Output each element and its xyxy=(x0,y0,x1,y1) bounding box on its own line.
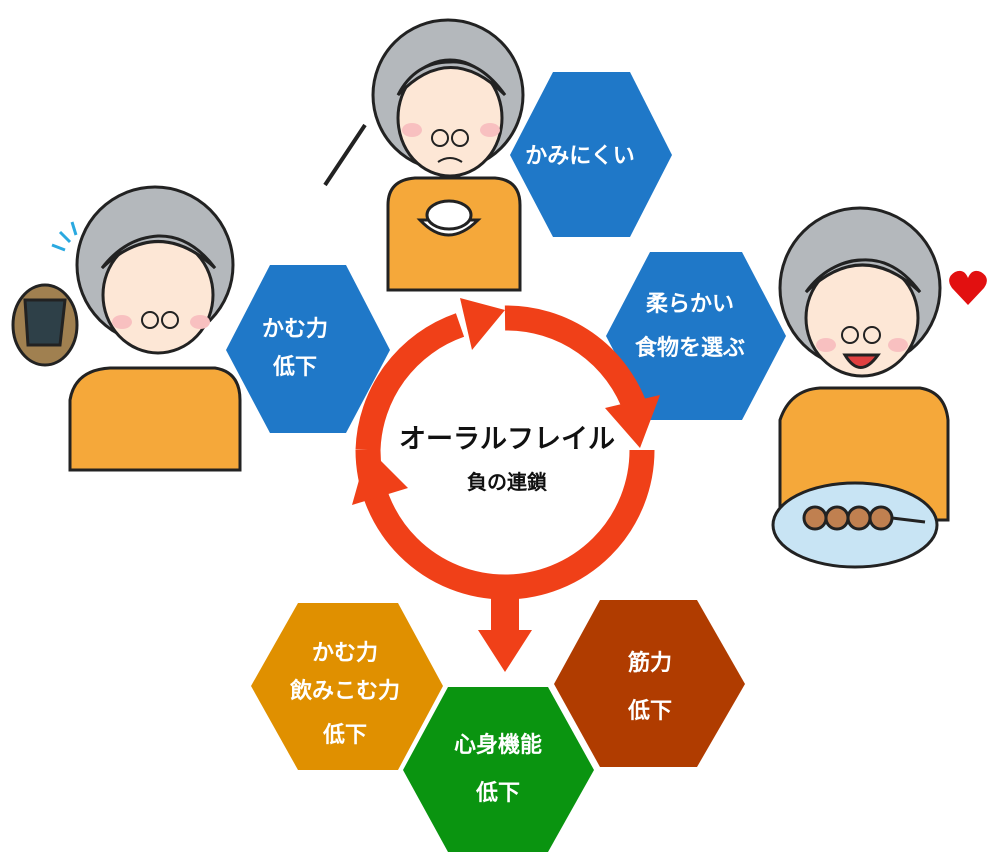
hexagon-choose-soft-food: 柔らかい 食物を選ぶ xyxy=(606,252,786,420)
hexagon-chew-swallow-decline: かむ力 飲みこむ力 低下 xyxy=(251,603,443,770)
hex-label: かむ力 xyxy=(312,641,378,666)
arrowhead-left xyxy=(352,448,408,505)
elderly-woman-happy-illustration xyxy=(771,206,987,569)
hexagon-chewing-decline: かむ力 低下 xyxy=(226,265,390,433)
hex-label: 低下 xyxy=(627,699,672,724)
hex-label: 低下 xyxy=(475,781,520,806)
center-title: オーラルフレイル xyxy=(399,424,615,455)
hexagon-hard-to-chew: かみにくい xyxy=(510,72,672,237)
hex-label: かみにくい xyxy=(525,144,635,169)
cycle-arc-bottom xyxy=(355,449,655,600)
hexagon-physical-mental-decline: 心身機能 低下 xyxy=(403,687,594,852)
down-arrow-stem xyxy=(491,588,519,632)
hexagon-muscle-decline: 筋力 低下 xyxy=(554,600,745,767)
hex-label: 筋力 xyxy=(627,650,672,676)
cycle-arrows xyxy=(355,305,655,600)
hex-label: 低下 xyxy=(272,355,317,380)
hex-label: 食物を選ぶ xyxy=(635,335,745,361)
cycle-arc-left xyxy=(355,313,465,451)
arrowhead-top xyxy=(460,298,505,350)
arrowhead-right xyxy=(605,395,660,448)
hex-label: 柔らかい xyxy=(646,292,734,317)
elderly-woman-struggling-illustration xyxy=(11,185,242,472)
hex-label: かむ力 xyxy=(262,317,328,342)
elderly-woman-troubled-illustration xyxy=(323,18,525,292)
center-subtitle: 負の連鎖 xyxy=(467,470,548,494)
heart-icon xyxy=(949,270,987,305)
dango-icon xyxy=(802,505,894,531)
hex-label: 低下 xyxy=(322,723,367,748)
sweat-marks-icon xyxy=(51,221,78,252)
cycle-arc-top-right xyxy=(504,305,648,415)
down-arrow-head xyxy=(478,630,532,672)
hex-label: 飲みこむ力 xyxy=(289,678,400,704)
hex-label: 心身機能 xyxy=(454,732,542,758)
